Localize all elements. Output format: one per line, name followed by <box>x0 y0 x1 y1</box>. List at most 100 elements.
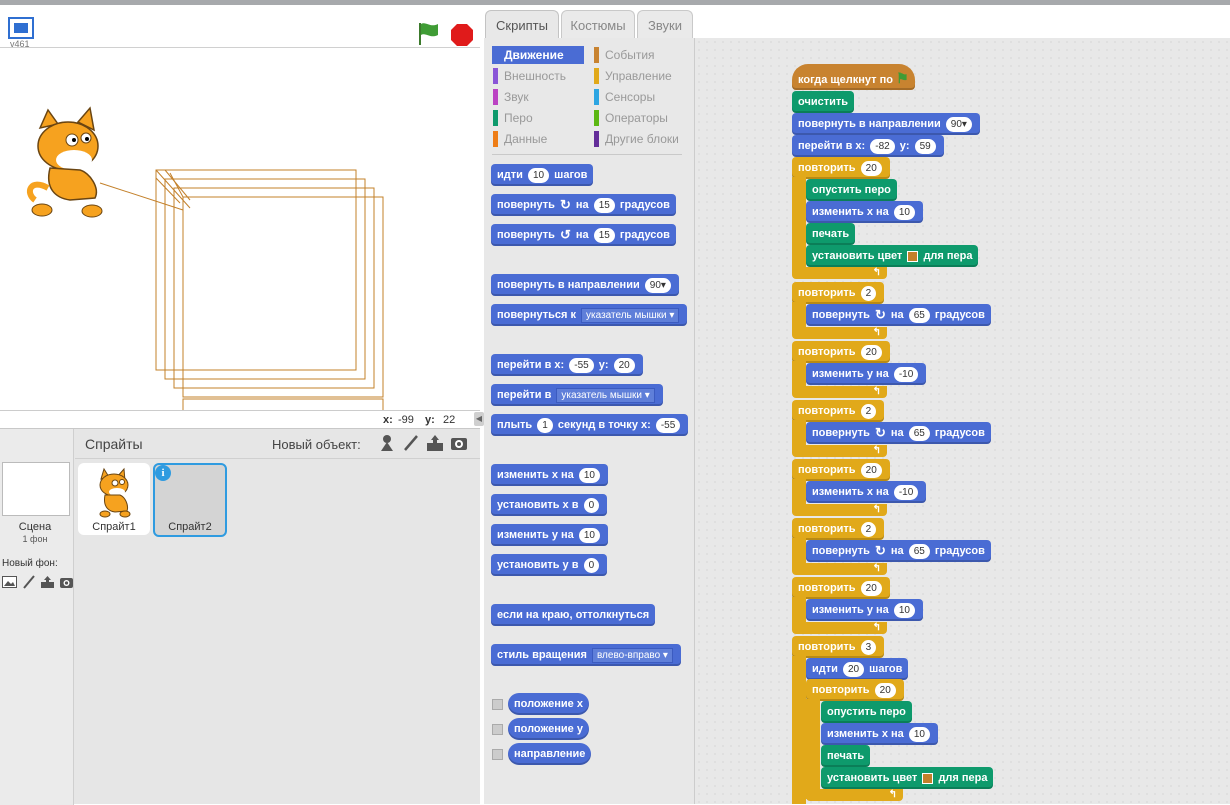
green-flag-icon: ⚑ <box>896 70 909 86</box>
category-sound[interactable]: Звук <box>492 88 584 106</box>
camera-icon[interactable] <box>450 434 468 452</box>
stop-icon[interactable] <box>450 23 474 47</box>
scene-thumbnail[interactable] <box>2 462 70 516</box>
upload-icon[interactable] <box>426 434 444 452</box>
sprite-name: Спрайт2 <box>168 521 212 533</box>
green-flag-icon[interactable] <box>416 21 440 47</box>
editor-tabs: Скрипты Костюмы Звуки <box>484 5 1230 40</box>
rotate-right-icon: ↻ <box>874 543 886 559</box>
repeat-body <box>792 597 806 629</box>
repeat-body <box>792 302 806 334</box>
block-repeat[interactable]: повторить 20 <box>806 679 904 701</box>
block-goto-xy[interactable]: перейти в x: -55 y: 20 <box>491 354 643 376</box>
block-point-towards[interactable]: повернуться к указатель мышки ▾ <box>491 304 688 326</box>
paint-brush-icon[interactable] <box>402 434 420 452</box>
block-turn-right[interactable]: повернуть ↻ на 65 градусов <box>806 422 991 444</box>
category-more-blocks[interactable]: Другие блоки <box>593 130 693 148</box>
block-change-x[interactable]: изменить х на 10 <box>491 464 608 486</box>
library-image-icon[interactable] <box>2 575 17 589</box>
category-label: Движение <box>504 48 564 62</box>
checkbox-y-position[interactable] <box>492 724 503 735</box>
reporter-x-position[interactable]: положение x <box>508 693 589 715</box>
block-change-y[interactable]: изменить у на -10 <box>806 363 927 385</box>
block-change-x[interactable]: изменить х на 10 <box>821 723 938 745</box>
category-pen[interactable]: Перо <box>492 109 584 127</box>
block-turn-right[interactable]: повернуть ↻ на 65 градусов <box>806 540 991 562</box>
block-stamp[interactable]: печать <box>806 223 856 245</box>
checkbox-x-position[interactable] <box>492 699 503 710</box>
scene-column: Сцена 1 фон Новый фон: <box>0 429 74 805</box>
block-rotation-style[interactable]: стиль вращения влево-вправо ▾ <box>491 644 681 666</box>
category-motion[interactable]: Движение <box>492 46 584 64</box>
sprite-tile-selected[interactable]: i Спрайт2 <box>153 463 227 537</box>
loop-arrow-icon: ↰ <box>872 386 881 397</box>
category-label: Звук <box>504 90 529 104</box>
repeat-body <box>792 177 806 273</box>
block-move[interactable]: идти 20 шагов <box>806 658 909 680</box>
block-repeat[interactable]: повторить 20 <box>792 157 890 179</box>
script-area[interactable]: когда щелкнут по ⚑ очистить повернуть в … <box>695 38 1230 804</box>
block-repeat[interactable]: повторить 20 <box>792 577 890 599</box>
block-palette: Движение Внешность Звук Перо Данные Собы… <box>484 38 695 804</box>
block-repeat[interactable]: повторить 20 <box>792 341 890 363</box>
mouse-y-value: 22 <box>443 414 456 426</box>
block-turn-right[interactable]: повернуть ↻ на 65 градусов <box>806 304 991 326</box>
category-looks[interactable]: Внешность <box>492 67 584 85</box>
block-pen-down[interactable]: опустить перо <box>806 179 897 201</box>
category-label: Управление <box>605 69 672 83</box>
block-set-x[interactable]: установить х в 0 <box>491 494 608 516</box>
tab-costumes[interactable]: Костюмы <box>561 10 635 40</box>
block-change-x[interactable]: изменить х на -10 <box>806 481 927 503</box>
category-label: Перо <box>504 111 533 125</box>
block-goto-xy[interactable]: перейти в x: -82 y: 59 <box>792 135 944 157</box>
repeat-end: ↰ <box>792 622 887 634</box>
paint-brush-icon[interactable] <box>21 575 36 589</box>
block-set-pen-color[interactable]: установить цвет для пера <box>821 767 994 789</box>
camera-icon[interactable] <box>59 575 74 589</box>
block-pen-down[interactable]: опустить перо <box>821 701 912 723</box>
category-sensing[interactable]: Сенсоры <box>593 88 693 106</box>
block-repeat[interactable]: повторить 3 <box>792 636 885 658</box>
upload-icon[interactable] <box>40 575 55 589</box>
category-data[interactable]: Данные <box>492 130 584 148</box>
tab-scripts[interactable]: Скрипты <box>485 10 559 40</box>
block-goto[interactable]: перейти в указатель мышки ▾ <box>491 384 663 406</box>
repeat-end: ↰ <box>792 504 887 516</box>
block-repeat[interactable]: повторить 2 <box>792 282 885 304</box>
block-set-pen-color[interactable]: установить цвет для пера <box>806 245 979 267</box>
mouse-y-label: y: <box>425 414 435 426</box>
category-label: Внешность <box>504 69 566 83</box>
block-change-y[interactable]: изменить у на 10 <box>806 599 923 621</box>
block-change-x[interactable]: изменить х на 10 <box>806 201 923 223</box>
block-repeat[interactable]: повторить 2 <box>792 518 885 540</box>
category-events[interactable]: События <box>593 46 693 64</box>
block-change-y[interactable]: изменить у на 10 <box>491 524 608 546</box>
checkbox-direction[interactable] <box>492 749 503 760</box>
fullscreen-icon[interactable] <box>8 17 34 39</box>
block-clear[interactable]: очистить <box>792 91 855 113</box>
tab-sounds[interactable]: Звуки <box>637 10 693 40</box>
block-set-y[interactable]: установить у в 0 <box>491 554 608 576</box>
info-icon[interactable]: i <box>155 465 171 481</box>
block-repeat[interactable]: повторить 2 <box>792 400 885 422</box>
reporter-direction[interactable]: направление <box>508 743 592 765</box>
category-label: Данные <box>504 132 548 146</box>
block-when-flag-clicked[interactable]: когда щелкнут по ⚑ <box>792 64 915 90</box>
block-glide[interactable]: плыть 1 секунд в точку x: -55 <box>491 414 689 436</box>
block-stamp[interactable]: печать <box>821 745 871 767</box>
collapse-stage-button[interactable]: ◀ <box>474 412 484 426</box>
block-point-direction[interactable]: повернуть в направлении 90▾ <box>491 274 679 296</box>
new-object-icons <box>378 434 468 452</box>
reporter-y-position[interactable]: положение y <box>508 718 589 740</box>
category-operators[interactable]: Операторы <box>593 109 693 127</box>
block-turn-right[interactable]: повернуть ↻ на 15 градусов <box>491 194 676 216</box>
block-repeat[interactable]: повторить 20 <box>792 459 890 481</box>
block-move[interactable]: идти 10 шагов <box>491 164 594 186</box>
sprite-tile[interactable]: Спрайт1 <box>78 463 150 535</box>
category-control[interactable]: Управление <box>593 67 693 85</box>
block-bounce[interactable]: если на краю, оттолкнуться <box>491 604 656 626</box>
block-turn-left[interactable]: повернуть ↺ на 15 градусов <box>491 224 676 246</box>
sprite-library-icon[interactable] <box>378 434 396 452</box>
block-point-direction[interactable]: повернуть в направлении 90▾ <box>792 113 980 135</box>
stage-canvas[interactable] <box>0 48 480 410</box>
